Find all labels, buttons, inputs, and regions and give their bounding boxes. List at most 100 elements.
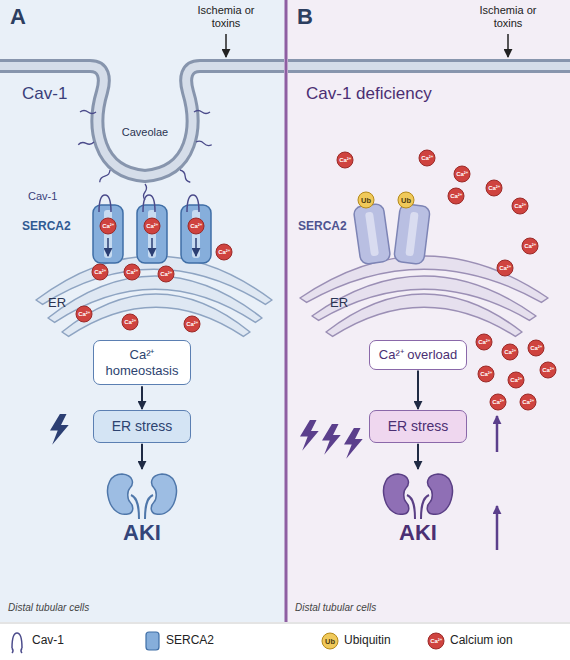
calcium-ion: Ca²⁺ — [158, 266, 175, 283]
calcium-ion: Ca²⁺ — [124, 264, 141, 281]
calcium-ion: Ca²⁺ — [122, 314, 139, 331]
calcium-ion: Ca²⁺ — [92, 264, 109, 281]
legend-icon — [12, 633, 22, 653]
kidney — [427, 474, 452, 514]
panel-letter: B — [297, 4, 313, 29]
calcium-ion: Ca²⁺ — [508, 372, 525, 389]
legend-text: Cav-1 — [32, 634, 64, 648]
calcium-ion: Ca²⁺ — [486, 180, 503, 197]
cell-type-note: Distal tubular cells — [8, 602, 89, 614]
panel-letter: A — [10, 4, 26, 29]
flow-arrow — [141, 444, 143, 469]
box-text: AKI — [378, 520, 458, 546]
calcium-ion: Ca²⁺ — [419, 150, 436, 167]
cav1-molecule — [196, 141, 212, 147]
cav1-molecule — [78, 141, 94, 147]
cav1-molecule — [143, 195, 155, 212]
calcium-ion: Ca²⁺ — [454, 166, 471, 183]
calcium-ion: Ca²⁺ — [540, 362, 557, 379]
box-text: ER stress — [102, 418, 182, 435]
legend-rule — [0, 623, 570, 624]
process-box: ER stress — [369, 410, 467, 443]
pump-channel — [365, 212, 379, 257]
cav1-molecule — [99, 195, 111, 212]
ureter — [407, 495, 429, 519]
calcium-ion: Ca²⁺ — [497, 260, 514, 277]
kidney — [151, 474, 176, 514]
calcium-ion: Ca²⁺ — [512, 198, 529, 215]
cell-membrane — [0, 66, 284, 176]
serca2-pump — [137, 205, 167, 263]
cav1-molecule — [194, 111, 210, 114]
calcium-ion: Ca²⁺ — [337, 152, 354, 169]
pump-flow-arrow — [195, 238, 197, 256]
pump-flow-arrow — [151, 238, 153, 256]
er-sheet — [326, 294, 522, 336]
ubiquitin-tag: Ub — [358, 192, 375, 209]
legend-icon: Ub — [322, 633, 339, 650]
cav1-molecule — [187, 195, 199, 212]
box-text: Ca²⁺ overload — [378, 347, 458, 363]
kidney-outcome: AKI — [102, 470, 182, 546]
organelle-label: ER — [330, 296, 348, 311]
calcium-ion: Ca²⁺ — [144, 218, 161, 235]
panel-b-background — [287, 0, 570, 622]
calcium-ion: Ca²⁺ — [76, 306, 93, 323]
increase-arrow — [496, 506, 499, 550]
serca2-pump — [353, 203, 391, 265]
protein-label: Cav-1 — [22, 84, 67, 104]
calcium-ion: Ca²⁺ — [216, 244, 233, 261]
pump-label: SERCA2 — [22, 220, 71, 234]
calcium-ion: Ca²⁺ — [100, 218, 117, 235]
serca2-pump-body — [394, 203, 431, 264]
pump-flow-arrow — [107, 238, 109, 256]
kidney-outcome: AKI — [378, 470, 458, 546]
legend-icon — [146, 632, 159, 650]
organelle-label: ER — [48, 296, 66, 311]
cav1-molecule — [179, 169, 192, 183]
stimulus-label: Ischemia or toxins — [468, 4, 548, 30]
ureter — [131, 495, 153, 519]
kidney-icon — [102, 470, 182, 520]
legend-text: Calcium ion — [450, 634, 513, 648]
flow-arrow — [141, 386, 143, 409]
stress-bolt — [50, 414, 69, 445]
pump-label: SERCA2 — [298, 220, 347, 234]
cell-membrane-core — [288, 62, 570, 70]
stimulus-label: Ischemia or toxins — [186, 4, 266, 30]
calcium-ion: Ca²⁺ — [528, 340, 545, 357]
increase-arrow — [496, 416, 499, 452]
cav1-molecule — [99, 169, 112, 183]
stimulus-arrow — [507, 34, 509, 57]
flow-arrow — [417, 444, 419, 469]
box-text: Ca²⁺ homeostasis — [102, 347, 182, 378]
serca2-pump — [394, 203, 431, 264]
calcium-ion: Ca²⁺ — [520, 394, 537, 411]
legend-icon: Ca²⁺ — [428, 633, 445, 650]
cell-type-note: Distal tubular cells — [295, 602, 376, 614]
legend-text: Ubiquitin — [344, 634, 391, 648]
process-box: Ca²⁺ homeostasis — [93, 340, 191, 385]
box-text: AKI — [102, 520, 182, 546]
stress-bolt — [300, 420, 319, 451]
condition-label: Cav-1 deficiency — [306, 84, 432, 104]
process-box: ER stress — [93, 410, 191, 443]
structure-label: Caveolae — [122, 126, 168, 139]
legend-background — [0, 623, 570, 660]
calcium-ion: Ca²⁺ — [522, 238, 539, 255]
kidney — [384, 474, 409, 514]
box-text: ER stress — [378, 418, 458, 435]
serca2-pump-body — [353, 203, 391, 265]
calcium-ion: Ca²⁺ — [490, 394, 507, 411]
er-sheet — [62, 294, 250, 336]
calcium-ion: Ca²⁺ — [478, 366, 495, 383]
pump-channel — [405, 212, 418, 257]
stress-bolt — [344, 428, 363, 459]
calcium-ion: Ca²⁺ — [184, 316, 201, 333]
kidney-icon — [378, 470, 458, 520]
panel-a-background — [0, 0, 285, 622]
protein-label: Cav-1 — [28, 190, 57, 203]
legend-text: SERCA2 — [166, 634, 214, 648]
